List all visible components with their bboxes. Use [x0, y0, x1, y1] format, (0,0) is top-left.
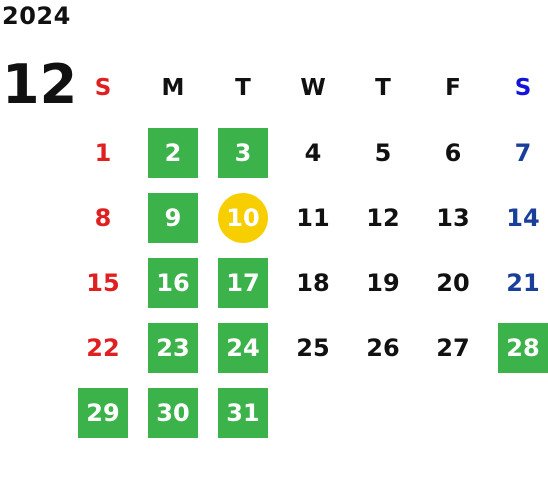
- day-number: 14: [506, 203, 540, 232]
- day-number: 8: [94, 203, 112, 232]
- weekday-header-monday: M: [161, 74, 185, 101]
- highlighted-day-number: 28: [498, 322, 548, 373]
- day-cell[interactable]: 24: [208, 315, 278, 380]
- day-cell[interactable]: 10: [208, 185, 278, 250]
- day-cell[interactable]: 18: [278, 250, 348, 315]
- day-cell[interactable]: 23: [138, 315, 208, 380]
- day-cell[interactable]: 19: [348, 250, 418, 315]
- day-number: 11: [296, 203, 330, 232]
- day-cell[interactable]: 29: [68, 380, 138, 445]
- day-cell[interactable]: 5: [348, 120, 418, 185]
- day-number: 20: [436, 268, 470, 297]
- day-cell[interactable]: 4: [278, 120, 348, 185]
- day-number: 26: [366, 333, 400, 362]
- highlighted-day-number: 2: [148, 127, 198, 178]
- day-cell[interactable]: 26: [348, 315, 418, 380]
- highlighted-day-number: 23: [148, 322, 198, 373]
- day-cell[interactable]: 11: [278, 185, 348, 250]
- day-number: 18: [296, 268, 330, 297]
- weekday-header-wednesday: W: [300, 74, 326, 101]
- day-cell[interactable]: 17: [208, 250, 278, 315]
- day-number: 13: [436, 203, 470, 232]
- day-number: 6: [444, 138, 462, 167]
- day-cell[interactable]: 30: [138, 380, 208, 445]
- day-cell[interactable]: 1: [68, 120, 138, 185]
- day-cell[interactable]: 15: [68, 250, 138, 315]
- day-cell[interactable]: 14: [488, 185, 548, 250]
- highlighted-day-number: 17: [218, 257, 268, 308]
- day-number: 22: [86, 333, 120, 362]
- highlighted-day-number: 24: [218, 322, 268, 373]
- weekday-header-saturday: S: [514, 74, 532, 101]
- highlighted-day-number: 3: [218, 127, 268, 178]
- highlighted-day-number: 31: [218, 387, 268, 438]
- day-number: 21: [506, 268, 540, 297]
- weekday-header-friday: F: [445, 74, 461, 101]
- day-number: 5: [374, 138, 392, 167]
- weekday-header-thursday: T: [375, 74, 391, 101]
- month-label: 12: [2, 53, 78, 116]
- day-cell[interactable]: 20: [418, 250, 488, 315]
- day-number: 12: [366, 203, 400, 232]
- day-cell[interactable]: 7: [488, 120, 548, 185]
- highlighted-day-number: 30: [148, 387, 198, 438]
- day-cell[interactable]: 25: [278, 315, 348, 380]
- highlighted-day-number: 29: [78, 387, 128, 438]
- highlighted-day-number: 16: [148, 257, 198, 308]
- day-cell[interactable]: 9: [138, 185, 208, 250]
- day-cell[interactable]: 6: [418, 120, 488, 185]
- day-cell[interactable]: 28: [488, 315, 548, 380]
- day-number: 27: [436, 333, 470, 362]
- highlighted-day-number: 9: [148, 192, 198, 243]
- day-cell[interactable]: 13: [418, 185, 488, 250]
- day-number: 19: [366, 268, 400, 297]
- day-cell[interactable]: 27: [418, 315, 488, 380]
- day-number: 4: [304, 138, 322, 167]
- weekday-header-sunday: S: [94, 74, 112, 101]
- day-cell[interactable]: 12: [348, 185, 418, 250]
- day-cell[interactable]: 22: [68, 315, 138, 380]
- day-cell[interactable]: 2: [138, 120, 208, 185]
- day-cell[interactable]: 3: [208, 120, 278, 185]
- day-number: 25: [296, 333, 330, 362]
- day-number: 15: [86, 268, 120, 297]
- today-day-number: 10: [218, 192, 268, 243]
- day-cell[interactable]: 16: [138, 250, 208, 315]
- year-label: 2024: [2, 2, 71, 30]
- day-cell[interactable]: 31: [208, 380, 278, 445]
- day-cell[interactable]: 21: [488, 250, 548, 315]
- day-cell[interactable]: 8: [68, 185, 138, 250]
- day-number: 1: [94, 138, 112, 167]
- day-number: 7: [514, 138, 532, 167]
- weekday-header-tuesday: T: [235, 74, 251, 101]
